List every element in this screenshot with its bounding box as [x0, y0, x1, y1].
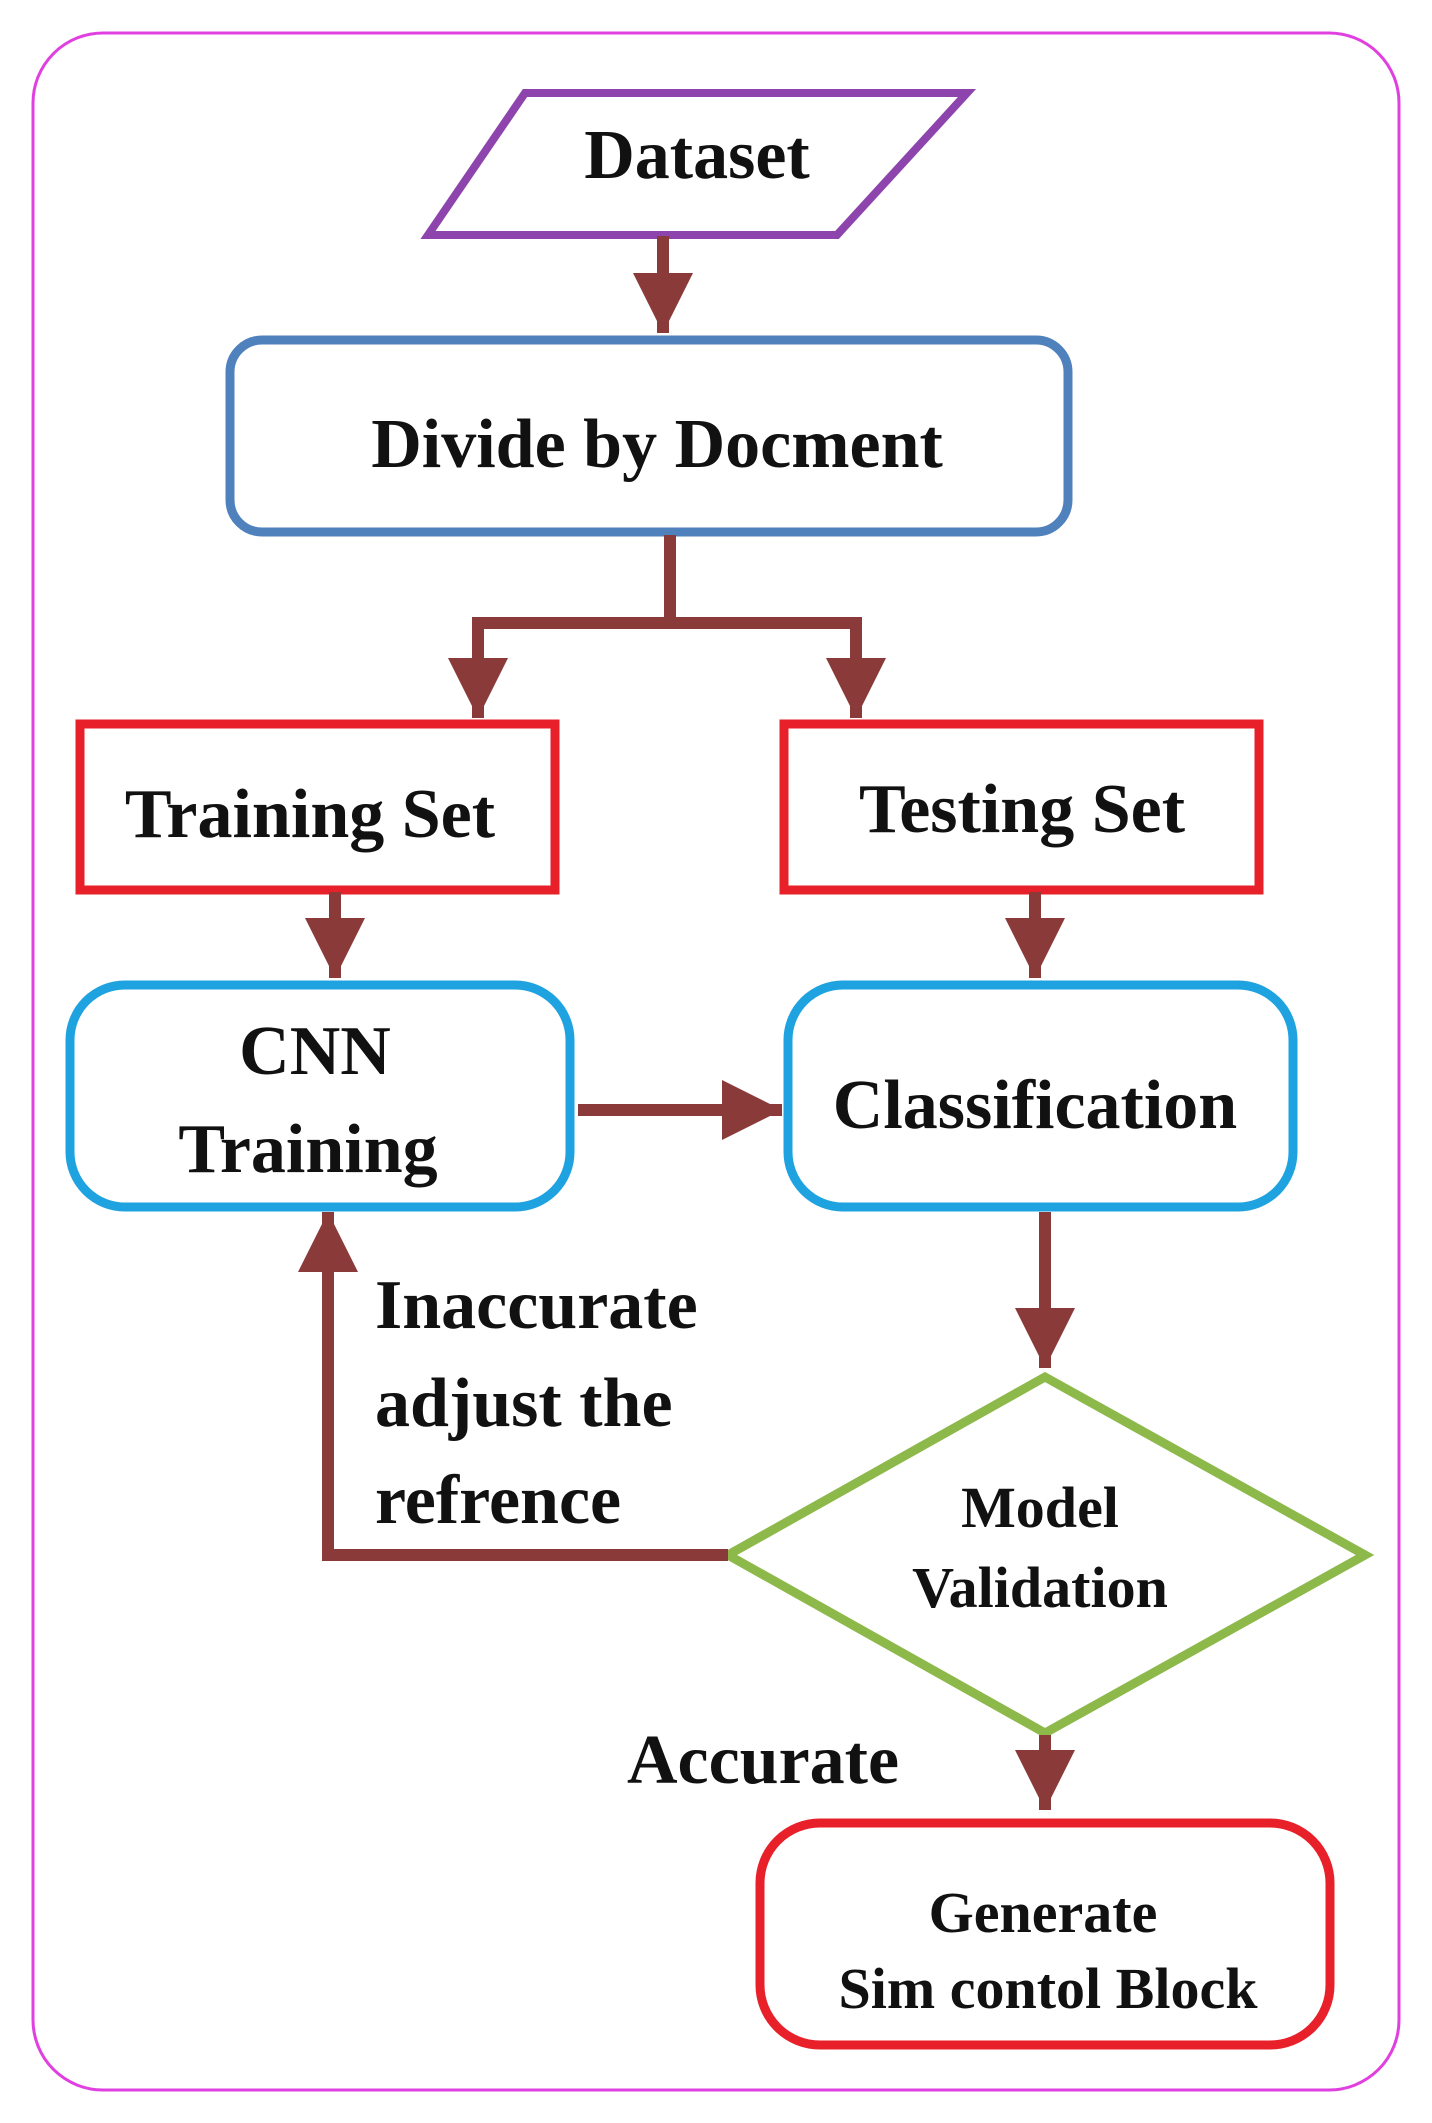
training-set-label: Training Set — [125, 776, 495, 853]
divide-label: Divide by Docment — [371, 406, 943, 483]
dataset-shape — [420, 89, 977, 239]
outer-frame — [31, 31, 1401, 2092]
divide-shape — [225, 335, 1073, 537]
inaccurate-label-line1: Inaccurate — [375, 1267, 698, 1344]
inaccurate-label-line2: adjust the — [375, 1365, 673, 1442]
classification-shape — [783, 980, 1298, 1212]
inaccurate-label: Inaccurate adjust the refrence — [375, 1267, 698, 1539]
classification-node: Classification — [783, 980, 1298, 1212]
dataset-node: Dataset — [420, 89, 977, 239]
testing-set-label: Testing Set — [859, 771, 1185, 848]
training-set-shape — [75, 719, 560, 895]
cnn-training-node: CNN Training — [65, 980, 575, 1212]
model-validation-node: Model Validation — [718, 1371, 1375, 1739]
cnn-training-label-line2: Training — [178, 1111, 437, 1188]
cnn-training-shape — [65, 980, 575, 1212]
inaccurate-label-line3: refrence — [375, 1462, 621, 1539]
classification-label: Classification — [833, 1067, 1237, 1144]
divide-node: Divide by Docment — [225, 335, 1073, 537]
accurate-label: Accurate — [627, 1722, 899, 1799]
generate-label-line2: Sim contol Block — [839, 1956, 1259, 2021]
split-connector — [448, 535, 886, 718]
cnn-training-label-line1: CNN — [239, 1013, 391, 1090]
generate-node: Generate Sim contol Block — [755, 1818, 1335, 2050]
training-set-node: Training Set — [75, 719, 560, 895]
generate-label-line1: Generate — [929, 1880, 1158, 1945]
dataset-label: Dataset — [584, 117, 809, 194]
model-validation-label-line1: Model — [961, 1475, 1119, 1540]
generate-shape — [755, 1818, 1335, 2050]
testing-set-shape — [779, 719, 1264, 895]
model-validation-label-line2: Validation — [912, 1555, 1168, 1620]
model-validation-shape — [718, 1371, 1375, 1739]
testing-set-node: Testing Set — [779, 719, 1264, 895]
feedback-connector — [298, 1212, 728, 1561]
